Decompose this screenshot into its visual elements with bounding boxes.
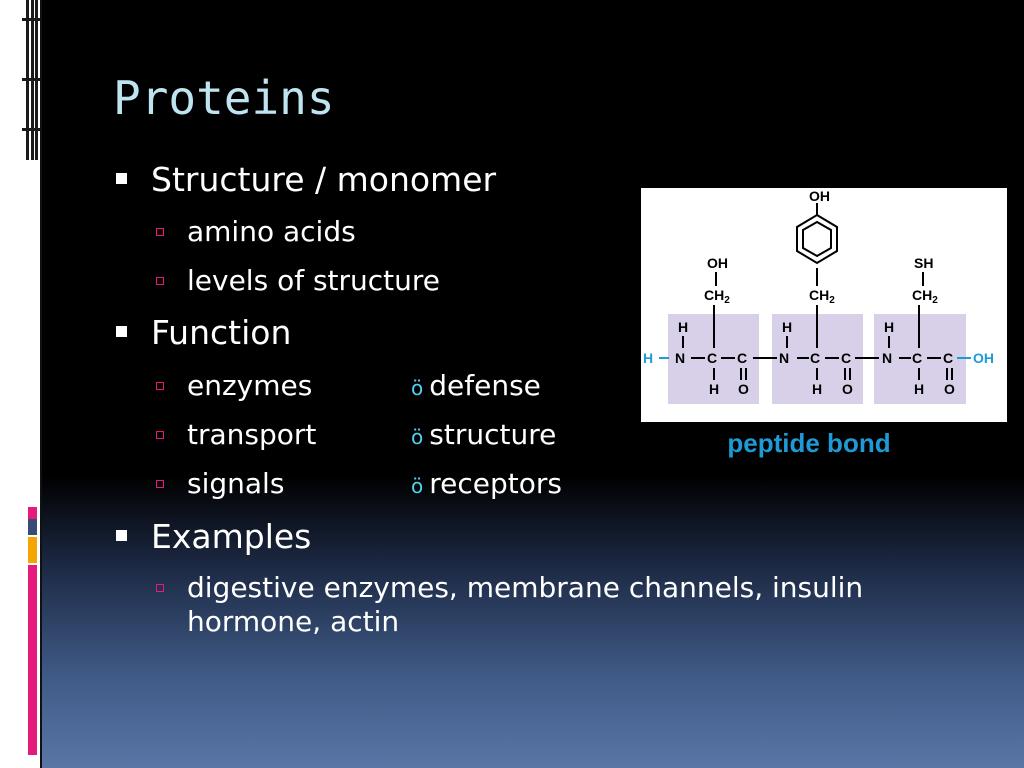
- accent-bar-navy: [28, 519, 37, 535]
- svg-text:C: C: [912, 350, 922, 366]
- function-left: transport: [187, 418, 317, 451]
- slide-title: Proteins: [113, 71, 335, 125]
- hollow-square-bullet-icon: [156, 431, 164, 439]
- square-bullet-icon: [116, 326, 127, 337]
- figure-caption: peptide bond: [727, 428, 891, 458]
- function-right-text: defense: [429, 369, 541, 402]
- hollow-square-bullet-icon: [156, 277, 164, 285]
- svg-text:O: O: [944, 381, 955, 397]
- function-right-text: receptors: [429, 467, 562, 500]
- function-left: signals: [187, 467, 285, 500]
- accent-bar-pink: [28, 507, 37, 519]
- decor-line: [22, 78, 40, 81]
- accent-bar-orange: [28, 537, 37, 563]
- decor-line: [22, 18, 40, 21]
- hollow-square-bullet-icon: [156, 228, 164, 236]
- svg-text:C: C: [841, 350, 851, 366]
- svg-text:SH: SH: [914, 255, 933, 271]
- svg-text:C: C: [810, 350, 820, 366]
- accent-bar-pink-long: [28, 565, 37, 755]
- svg-text:C: C: [943, 350, 953, 366]
- bullet-text: Examples: [151, 517, 312, 556]
- umlaut-o-marker-icon: ö: [411, 425, 424, 449]
- svg-text:OH: OH: [707, 255, 728, 271]
- sub-bullet-text: amino acids: [187, 215, 356, 248]
- square-bullet-icon: [116, 530, 127, 541]
- sub-bullet-text: levels of structure: [187, 264, 441, 297]
- svg-text:O: O: [842, 381, 853, 397]
- decor-line: [22, 128, 40, 131]
- hollow-square-bullet-icon: [156, 382, 164, 390]
- svg-text:H: H: [643, 350, 653, 366]
- svg-text:N: N: [882, 350, 892, 366]
- svg-text:H: H: [782, 319, 792, 335]
- bullet-text: Function: [151, 313, 292, 352]
- umlaut-o-marker-icon: ö: [411, 474, 424, 498]
- hollow-square-bullet-icon: [156, 480, 164, 488]
- function-left: enzymes: [187, 369, 313, 402]
- svg-text:CH2: CH2: [912, 287, 938, 306]
- square-bullet-icon: [116, 173, 127, 184]
- svg-text:OH: OH: [973, 350, 994, 366]
- hollow-square-bullet-icon: [156, 584, 164, 592]
- svg-text:N: N: [779, 350, 789, 366]
- peptide-chain-figure: H N C C N C C N C C OH H H H H O H O H O…: [641, 188, 1007, 422]
- umlaut-o-marker-icon: ö: [411, 376, 424, 400]
- peptide-chain-diagram: H N C C N C C N C C OH H H H H O H O H O…: [643, 188, 994, 404]
- svg-text:H: H: [914, 381, 924, 397]
- examples-text: digestive enzymes, membrane channels, in…: [187, 571, 864, 638]
- svg-text:H: H: [812, 381, 822, 397]
- atom-labels: H N C C N C C N C C OH H H H H O H O H O…: [643, 188, 994, 397]
- svg-text:H: H: [678, 319, 688, 335]
- svg-text:C: C: [707, 350, 717, 366]
- svg-text:H: H: [884, 319, 894, 335]
- svg-text:CH2: CH2: [809, 287, 835, 306]
- strip-edge: [40, 0, 42, 768]
- svg-text:N: N: [675, 350, 685, 366]
- svg-text:O: O: [738, 381, 749, 397]
- bullet-text: Structure / monomer: [151, 160, 497, 199]
- svg-text:C: C: [737, 350, 747, 366]
- svg-text:CH2: CH2: [704, 287, 730, 306]
- function-right-text: structure: [429, 418, 557, 451]
- svg-text:H: H: [709, 381, 719, 397]
- svg-text:OH: OH: [809, 188, 830, 204]
